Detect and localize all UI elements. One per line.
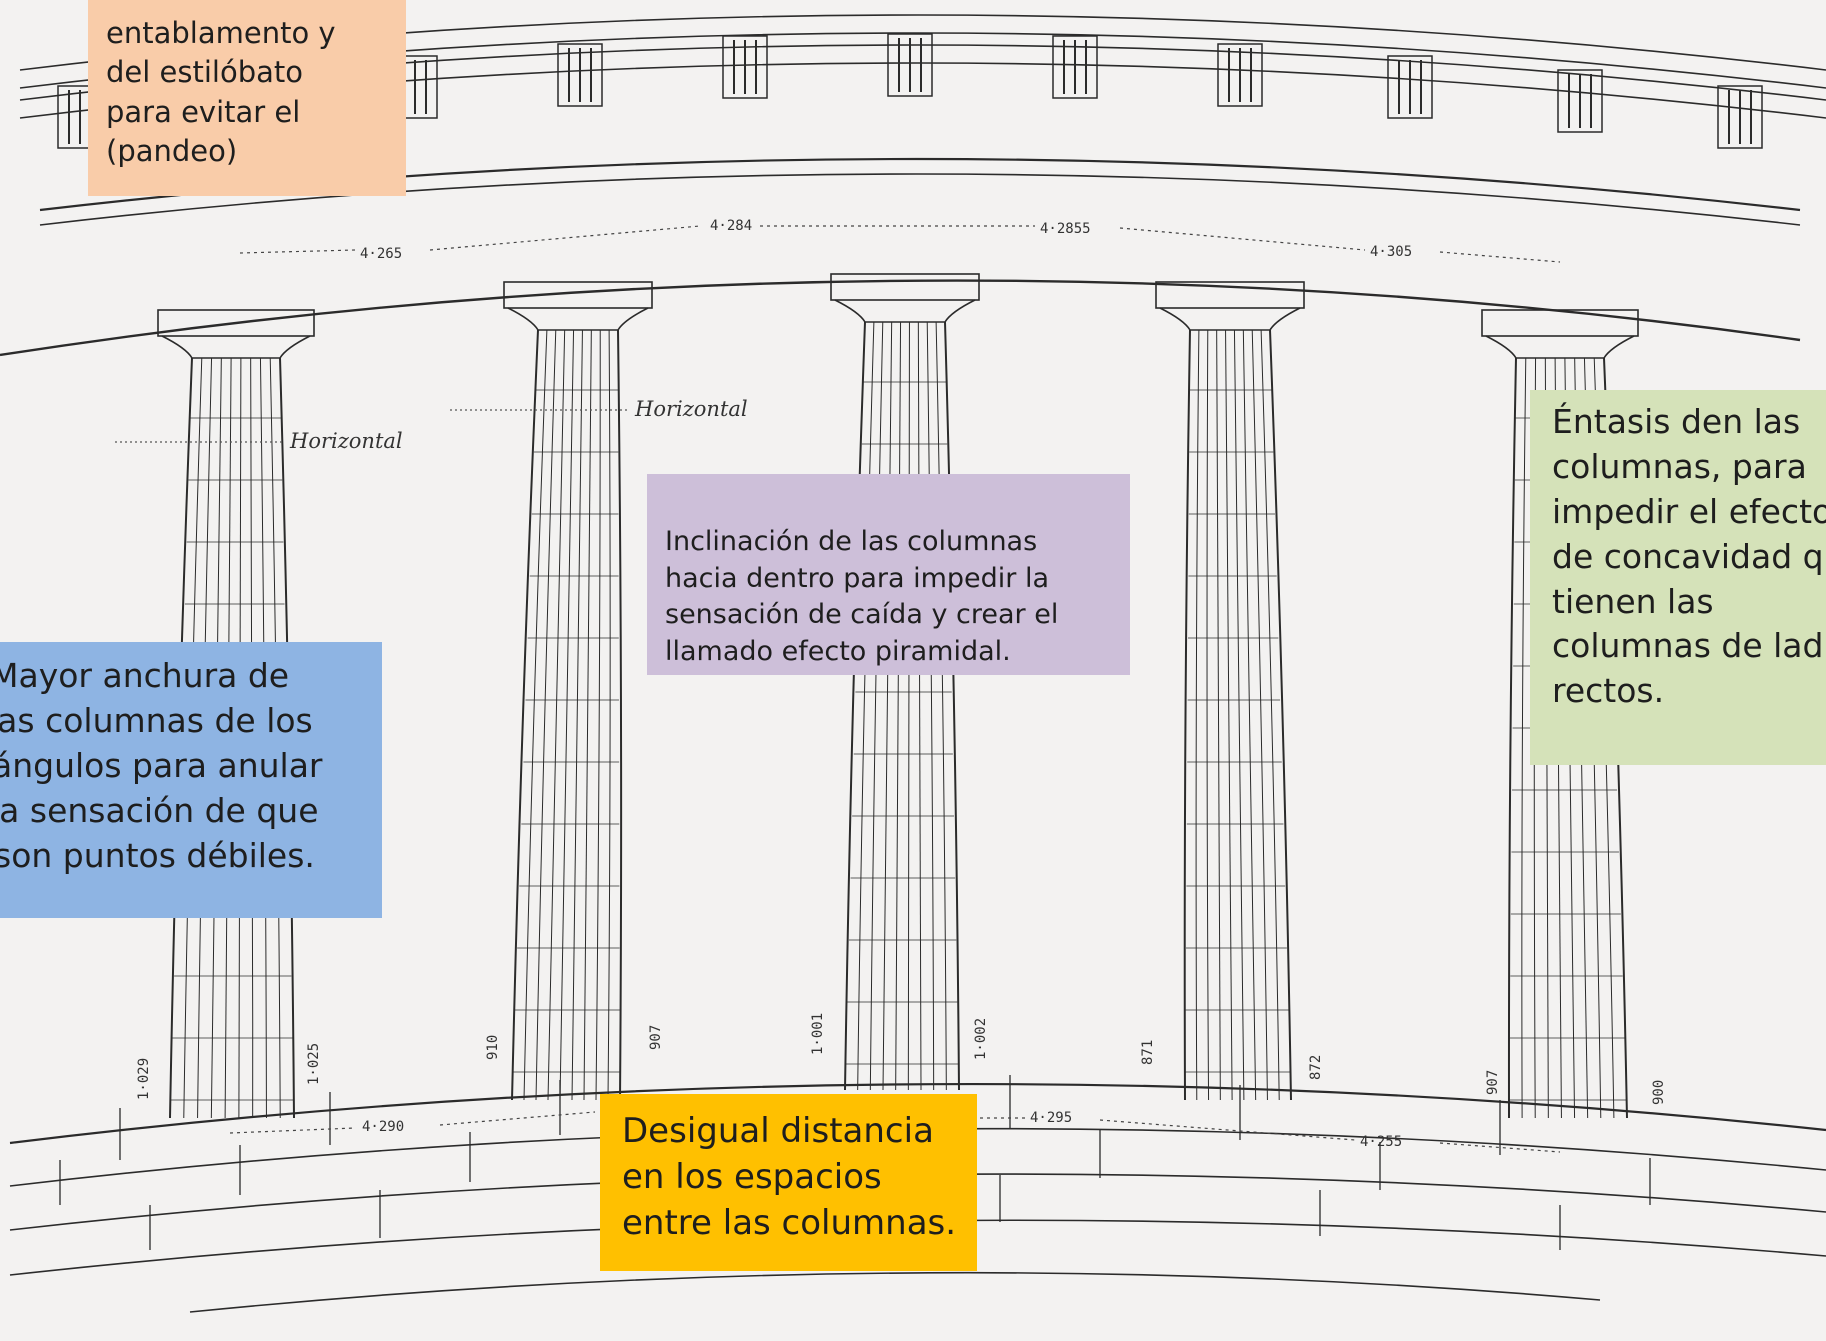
note-corner-columns: Mayor anchura de las columnas de los áng… [0, 642, 382, 918]
triglyph [1557, 69, 1603, 133]
note-entasis: Éntasis den las columnas, para impedir e… [1530, 390, 1826, 765]
spacing-bottom-dotted-lines [229, 1111, 1561, 1153]
note-line: de concavidad q [1552, 536, 1824, 576]
spacing-top-2: 4·284 [710, 218, 752, 234]
note-line: del estilóbato [106, 55, 303, 90]
step-joints [59, 1075, 1651, 1250]
spacing-top-4: 4·305 [1370, 244, 1412, 260]
spacing-bottom-3: 4·255 [1360, 1134, 1402, 1150]
spacing-top-1: 4·265 [360, 246, 402, 262]
column [503, 281, 653, 1101]
triglyph [887, 33, 933, 97]
note-line: (pandeo) [106, 134, 238, 169]
note-line: las columnas de los [0, 700, 313, 740]
column-diameter-label: 871 [1140, 1040, 1156, 1065]
spacing-bottom-1: 4·290 [362, 1119, 404, 1135]
column-diameter-label: 900 [1651, 1080, 1667, 1105]
note-line: impedir el efecto [1552, 491, 1826, 531]
spacing-top-3: 4·2855 [1040, 221, 1091, 237]
note-column-inclination: Inclinación de las columnas hacia dentro… [647, 474, 1130, 675]
note-line: para evitar el [106, 94, 301, 129]
column-diameter-label: 910 [485, 1035, 501, 1060]
note-line: Éntasis den las [1552, 402, 1801, 441]
note-line: Mayor anchura de [0, 656, 290, 695]
column-diameter-label: 1·001 [810, 1013, 826, 1055]
triglyph [1052, 35, 1098, 99]
note-line: entablamento y [106, 16, 336, 50]
note-unequal-spacing: Desigual distancia en los espacios entre… [600, 1094, 977, 1271]
triglyph [1217, 43, 1263, 107]
note-line: hacia dentro para impedir la [665, 562, 1050, 594]
note-line: Desigual distancia [622, 1111, 934, 1151]
note-line: sensación de caída y crear el [665, 599, 1059, 631]
note-line: llamado efecto piramidal. [665, 636, 1011, 668]
column-diameter-label: 1·025 [306, 1043, 322, 1085]
note-line: entre las columnas. [622, 1203, 957, 1244]
note-line: la sensación de que [0, 790, 319, 830]
column-diameter-label: 907 [1485, 1070, 1501, 1095]
triglyph [1717, 85, 1763, 149]
note-entablature-curvature: entablamento y del estilóbato para evita… [88, 0, 406, 196]
triglyph [722, 35, 768, 99]
column [1155, 281, 1305, 1101]
column-diameter-label: 1·002 [973, 1018, 989, 1060]
column-diameter-label: 907 [648, 1025, 664, 1050]
column-diameter-labels: 1·029 1·025 910 907 1·001 1·002 871 872 907 900 [136, 1013, 1667, 1105]
note-line: columnas, para [1552, 446, 1807, 486]
note-line: son puntos débiles. [0, 835, 315, 875]
horizontal-reference-lines [115, 409, 630, 443]
column [830, 273, 980, 1091]
triglyph [557, 43, 603, 107]
horizontal-label-1: Horizontal [289, 429, 403, 453]
note-line: en los espacios [622, 1157, 882, 1198]
note-line: tienen las [1552, 581, 1714, 621]
note-line: Inclinación de las columnas [665, 526, 1038, 557]
note-line: rectos. [1552, 671, 1665, 711]
spacing-bottom-2: 4·295 [1030, 1110, 1072, 1126]
column-diameter-label: 1·029 [136, 1058, 152, 1100]
note-line: ángulos para anular [0, 745, 323, 785]
spacing-top-dotted-lines [239, 225, 1561, 263]
note-line: columnas de lad [1552, 626, 1824, 666]
horizontal-label-2: Horizontal [634, 397, 748, 421]
triglyph [1387, 55, 1433, 119]
column-diameter-label: 872 [1308, 1055, 1324, 1080]
